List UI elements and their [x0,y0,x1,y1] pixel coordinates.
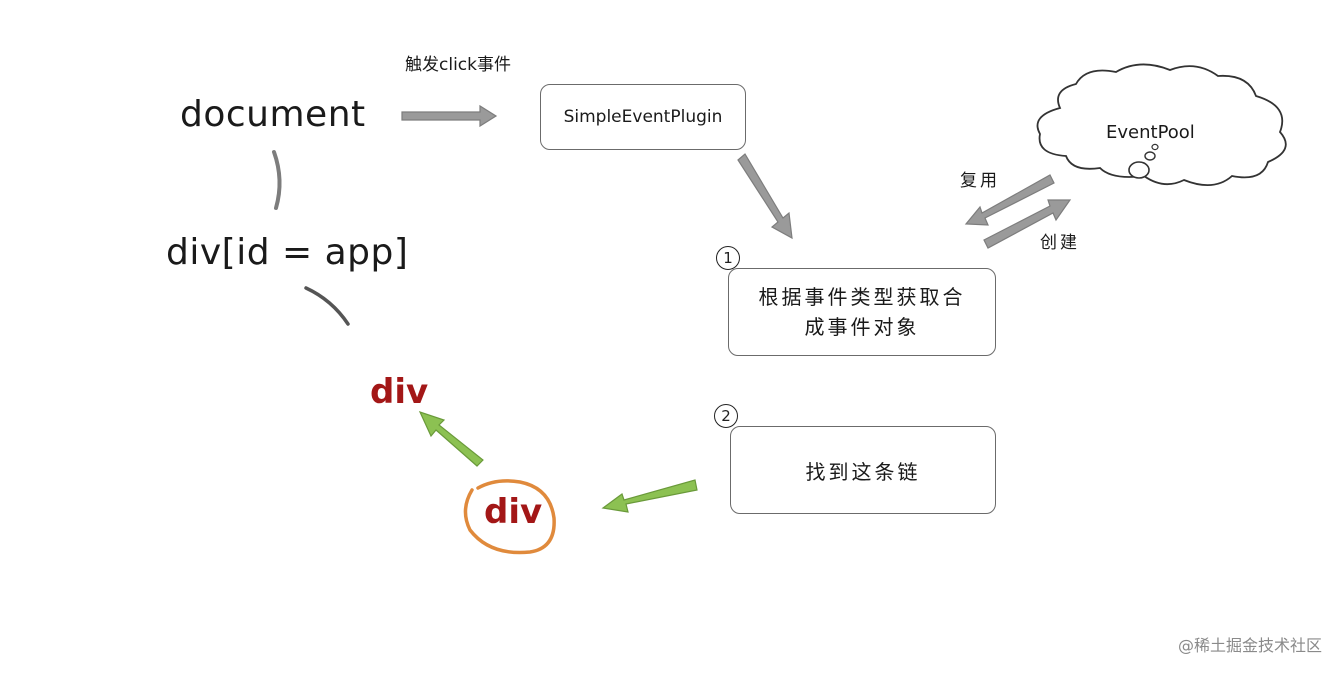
arrow-document-to-plugin [401,104,498,128]
node-div-parent: div [370,372,429,412]
box-simple-event-plugin-label: SimpleEventPlugin [563,107,723,127]
node-div-target: div [484,492,543,532]
arrow-plugin-to-step1 [737,153,793,240]
node-div-app: div[id = app] [166,232,409,273]
label-trigger-click: 触发click事件 [405,55,511,75]
node-document: document [180,94,366,135]
step1-number: 1 [716,246,740,270]
label-reuse: 复用 [960,171,1000,191]
box-step1-line1: 根据事件类型获取合 [758,285,966,309]
arrow-step2-to-div [601,479,698,513]
highlight-circle [463,479,556,555]
box-simple-event-plugin: SimpleEventPlugin [540,84,746,150]
box-step1-line2: 成事件对象 [804,315,920,339]
label-event-pool: EventPool [1106,122,1195,143]
step1-number-text: 1 [723,249,733,267]
arrow-create [983,199,1072,249]
event-pool-cloud [1036,63,1287,186]
box-step2-find-chain: 找到这条链 [730,426,996,514]
box-step2-label: 找到这条链 [805,459,921,484]
label-create: 创建 [1040,233,1080,253]
connector-document-app [272,150,282,210]
watermark: @稀土掘金技术社区 [1177,636,1322,655]
step2-number: 2 [714,404,738,428]
connector-app-div [304,286,350,326]
step2-number-text: 2 [721,407,731,425]
box-step1-get-synthetic-event: 根据事件类型获取合 成事件对象 [728,268,996,356]
arrow-reuse [964,174,1055,226]
arrow-div-to-parent [418,410,484,467]
